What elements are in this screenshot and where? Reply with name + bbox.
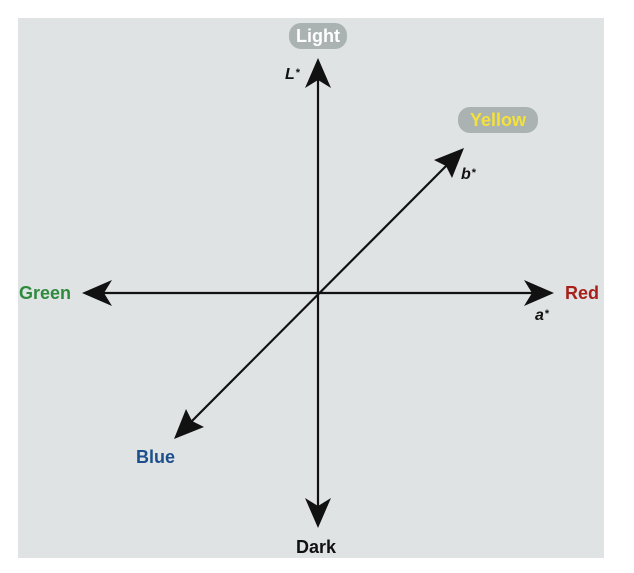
light-label: Light (289, 23, 347, 49)
a-star: * (544, 308, 550, 320)
red-label: Red (565, 283, 600, 303)
l-star: * (295, 67, 301, 79)
arrowhead-down-icon (305, 498, 331, 528)
dark-label: Dark (296, 537, 337, 557)
yellow-label: Yellow (458, 107, 538, 133)
l-letter: L (285, 66, 295, 83)
b-letter: b (461, 166, 471, 183)
green-label: Green (19, 283, 72, 303)
arrowhead-up-icon (305, 58, 331, 88)
arrowhead-left-icon (82, 280, 112, 306)
b-star: * (471, 167, 477, 179)
l-star-axis-label: L* (285, 66, 300, 84)
a-letter: a (535, 307, 544, 324)
blue-label: Blue (136, 447, 176, 467)
diagonal-axis-line (186, 158, 454, 427)
arrowhead-right-icon (524, 280, 554, 306)
arrowhead-up-right-icon (434, 148, 464, 178)
b-star-axis-label: b* (461, 166, 476, 184)
arrowhead-down-left-icon (174, 409, 204, 439)
a-star-axis-label: a* (535, 307, 549, 325)
